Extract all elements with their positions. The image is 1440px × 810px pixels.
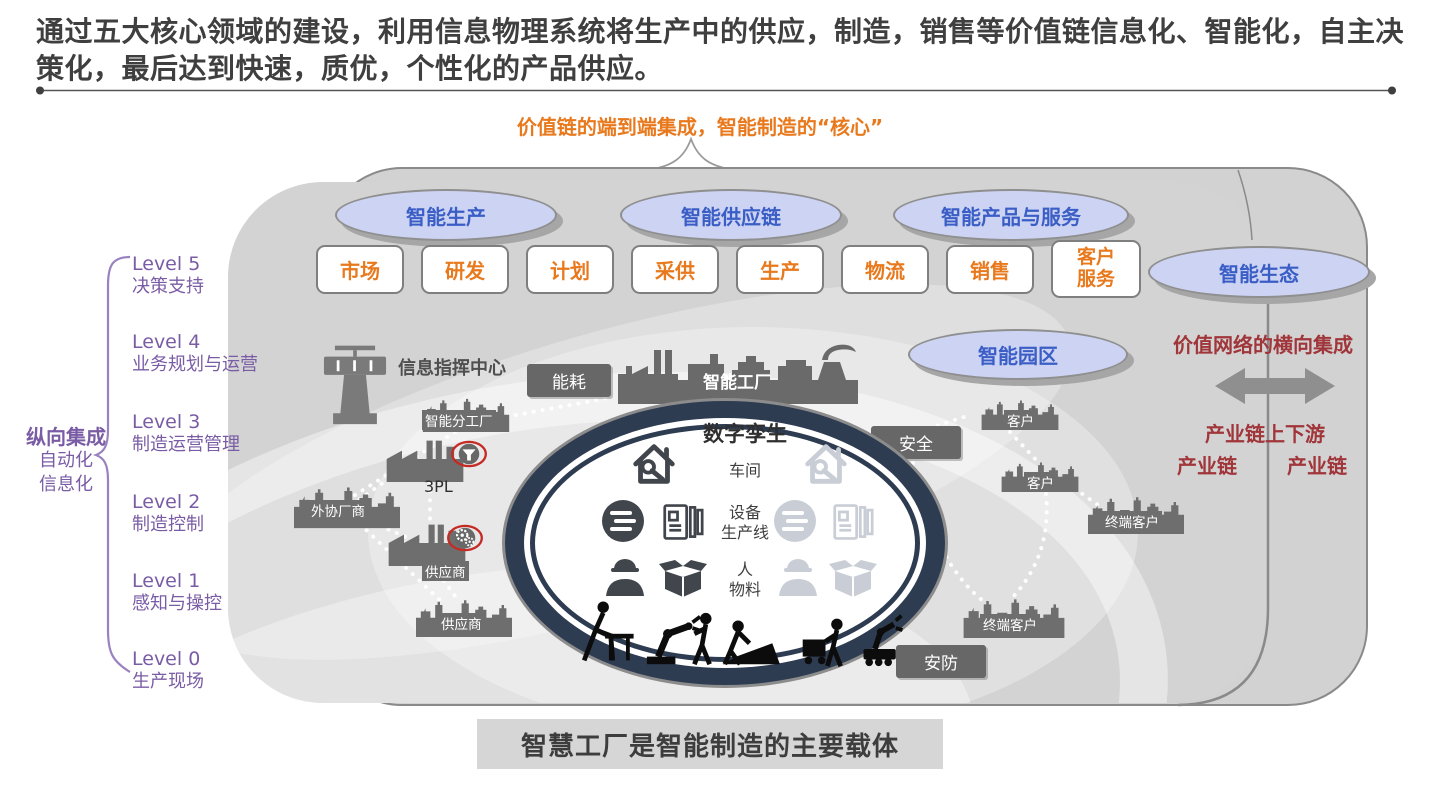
ellipse-smart-park: 智能园区 <box>908 329 1128 380</box>
threepl-label: 3PL <box>424 477 453 496</box>
ellipse-label: 智能园区 <box>978 344 1058 368</box>
ellipse-smart-ecosystem: 智能生态 <box>1148 246 1370 298</box>
chain-box-market: 市场 <box>316 245 404 294</box>
double-arrow-icon <box>1215 368 1335 404</box>
level-1-item: Level 1 感知与操控 <box>132 570 332 614</box>
chain-box-label: 采供 <box>655 259 695 283</box>
automation-label: 自动化 <box>39 450 93 471</box>
page-title: 通过五大核心领域的建设，利用信息物理系统将生产中的供应，制造，销售等价值链信息化… <box>36 15 1405 85</box>
footer-banner-text: 智慧工厂是智能制造的主要载体 <box>520 731 899 762</box>
equipment-icon <box>602 500 644 542</box>
industry-chain-updown-label: 产业链上下游 <box>1205 422 1325 446</box>
terminal-customer-right-label: 终端客户 <box>1102 511 1162 531</box>
level-name: Level 1 <box>132 570 201 592</box>
level-name: Level 2 <box>132 491 201 513</box>
materials-text: 物料 <box>728 580 761 599</box>
customer-mid-label: 客户 <box>1024 472 1057 492</box>
level-name: Level 4 <box>132 331 201 353</box>
level-name: Level 5 <box>132 253 201 275</box>
smart-factory-text: 智能工厂 <box>703 373 771 393</box>
title-underline <box>36 86 1396 95</box>
customer-top-label: 客户 <box>1004 410 1037 430</box>
outsourcing-label: 外协厂商 <box>308 500 368 520</box>
chain-box-procurement: 采供 <box>631 245 719 294</box>
digital-twin-title-text: 数字孪生 <box>703 422 787 446</box>
level-desc: 制造控制 <box>132 513 204 535</box>
branch-factory-label: 智能分工厂 <box>422 410 496 430</box>
energy-box: 能耗 <box>527 364 611 397</box>
energy-label: 能耗 <box>552 373 586 393</box>
smart-factory-label: 智能工厂 <box>657 368 817 393</box>
ellipse-smart-supply-chain: 智能供应链 <box>620 189 842 241</box>
horizontal-integration-label: 价值网络的横向集成 <box>1173 333 1353 357</box>
production-line-text: 生产线 <box>720 523 769 542</box>
supplier-factory-label: 供应商 <box>422 561 469 581</box>
ellipse-smart-product-service: 智能产品与服务 <box>893 189 1129 241</box>
production-line-icon <box>663 504 704 540</box>
level-desc: 生产现场 <box>132 670 204 692</box>
ellipse-label: 智能生产 <box>406 204 486 229</box>
level-0-item: Level 0 生产现场 <box>132 648 332 692</box>
people-icon <box>606 559 644 596</box>
level-name: Level 0 <box>132 648 201 670</box>
level-4-item: Level 4 业务规划与运营 <box>132 331 332 375</box>
industry-chain-left-label: 产业链 <box>1177 454 1237 478</box>
ellipse-label: 智能供应链 <box>681 204 781 229</box>
chain-box-label: 研发 <box>445 259 485 283</box>
workshop-text: 车间 <box>728 461 761 480</box>
chain-box-sales: 销售 <box>946 245 1034 294</box>
funnel-badge-icon <box>451 440 487 468</box>
workshop-icon-twin <box>800 438 852 488</box>
chain-box-label: 物流 <box>865 259 905 283</box>
informatization-label: 信息化 <box>39 474 93 495</box>
chain-box-rnd: 研发 <box>421 245 509 294</box>
security-box: 安防 <box>896 645 986 678</box>
people-text: 人 <box>736 560 753 579</box>
terminal-customer-bottom-label: 终端客户 <box>980 614 1040 634</box>
level-desc: 业务规划与运营 <box>132 353 258 375</box>
level-desc: 感知与操控 <box>132 592 222 614</box>
ellipse-label: 智能产品与服务 <box>941 204 1081 229</box>
footer-banner: 智慧工厂是智能制造的主要载体 <box>477 719 943 769</box>
workshop-icon <box>628 438 680 488</box>
ellipse-label: 智能生态 <box>1219 261 1299 286</box>
level-name: Level 3 <box>132 411 201 433</box>
chain-box-production: 生产 <box>736 245 824 294</box>
digital-twin-title: 数字孪生 <box>645 418 845 448</box>
equipment-text: 设备 <box>728 503 761 522</box>
chain-box-label: 计划 <box>550 259 590 283</box>
people-materials-label: 人 物料 <box>700 560 790 600</box>
level-5-item: Level 5 决策支持 <box>132 253 332 297</box>
level-desc: 制造运营管理 <box>132 433 240 455</box>
supplier-city-label: 供应商 <box>438 613 485 633</box>
core-subtitle: 价值链的端到端集成，智能制造的“核心” <box>516 115 884 139</box>
chain-box-label: 销售 <box>970 259 1010 283</box>
vertical-integration-title: 纵向集成 <box>26 425 106 449</box>
equipment-label: 设备 生产线 <box>700 503 790 543</box>
chain-box-customer-service: 客户 服务 <box>1051 240 1141 298</box>
level-2-item: Level 2 制造控制 <box>132 491 332 535</box>
chain-box-logistics: 物流 <box>841 245 929 294</box>
curly-pointer <box>645 136 737 171</box>
right-divider-line <box>1177 169 1270 707</box>
level-desc: 决策支持 <box>132 275 204 297</box>
command-center-label: 信息指挥中心 <box>398 358 506 379</box>
production-line-icon-twin <box>833 504 874 540</box>
gear-badge-icon <box>447 524 483 552</box>
chain-box-label: 市场 <box>340 259 380 283</box>
vertical-brace <box>92 255 131 673</box>
chain-box-label: 生产 <box>760 259 800 283</box>
security-label: 安防 <box>924 654 958 674</box>
workshop-label: 车间 <box>700 457 790 481</box>
workers-robots-silhouettes <box>575 592 905 668</box>
chain-box-planning: 计划 <box>526 245 614 294</box>
industry-chain-right-label: 产业链 <box>1287 454 1347 478</box>
safety-label: 安全 <box>899 435 933 455</box>
chain-box-label: 客户 服务 <box>1076 246 1115 290</box>
level-3-item: Level 3 制造运营管理 <box>132 411 332 455</box>
ellipse-smart-production: 智能生产 <box>335 189 557 241</box>
